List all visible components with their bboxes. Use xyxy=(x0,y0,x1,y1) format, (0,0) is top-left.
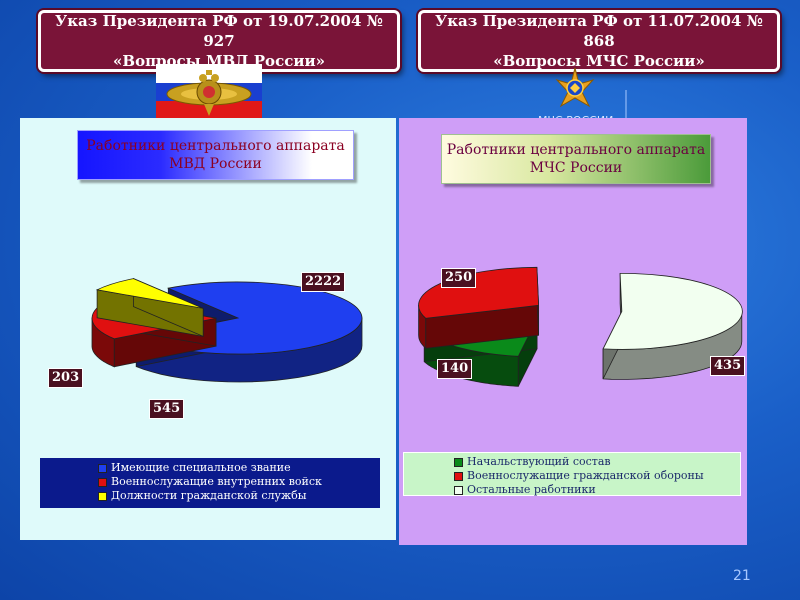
mvd-chart-title-line1: Работники центрального аппарата xyxy=(86,138,345,154)
pie-slice xyxy=(602,272,743,380)
pie-slice xyxy=(95,278,204,338)
banner-mvd-line1: Указ Президента РФ от 19.07.2004 № 927 xyxy=(55,12,383,50)
legend-label: Начальствующий состав xyxy=(467,455,611,468)
legend-swatch xyxy=(98,477,107,487)
mvd-value-label-internal-troops: 545 xyxy=(149,399,185,419)
pie-slice-top xyxy=(602,272,743,350)
legend-item: Начальствующий состав xyxy=(454,455,740,469)
legend-label: Имеющие специальное звание xyxy=(111,461,291,474)
legend-item: Имеющие специальное звание xyxy=(98,461,380,475)
legend-label: Должности гражданской службы xyxy=(111,489,307,502)
mvd-value-label-civil-service: 203 xyxy=(48,368,84,388)
legend-swatch xyxy=(98,463,107,473)
legend-swatch xyxy=(454,485,463,495)
pie-slice-top xyxy=(418,266,540,319)
legend-label: Военнослужащие гражданской обороны xyxy=(467,469,704,482)
pie-slice-top xyxy=(95,278,204,309)
mchs-chart-title-line2: МЧС России xyxy=(529,160,623,176)
mchs-value-label-commanding-staff: 140 xyxy=(437,359,473,379)
mchs-chart-title-line1: Работники центрального аппарата xyxy=(446,142,706,158)
mchs-chart-title: Работники центрального аппарата МЧС Росс… xyxy=(441,134,711,184)
banner-mchs-line1: Указ Президента РФ от 11.07.2004 № 868 xyxy=(435,12,763,50)
mvd-chart-title-line2: МВД России xyxy=(169,156,262,172)
legend-swatch xyxy=(98,491,107,501)
slide-number: 21 xyxy=(733,568,751,584)
legend-swatch xyxy=(454,457,463,467)
legend-swatch xyxy=(454,471,463,481)
mvd-value-label-special-rank: 2222 xyxy=(301,272,346,292)
mvd-chart-title: Работники центрального аппарата МВД Росс… xyxy=(77,130,354,180)
legend-label: Остальные работники xyxy=(467,483,596,496)
mchs-emblem-icon xyxy=(555,67,595,108)
pie-slice xyxy=(418,266,540,350)
banner-mchs-line2: «Вопросы МЧС России» xyxy=(493,52,705,70)
legend-item: Должности гражданской службы xyxy=(98,489,380,503)
mchs-value-label-other-workers: 435 xyxy=(710,356,746,376)
banner-mvd-decree: Указ Президента РФ от 19.07.2004 № 927 «… xyxy=(38,10,400,72)
legend-item: Военнослужащие гражданской обороны xyxy=(454,469,740,483)
mvd-chart-legend: Имеющие специальное звание Военнослужащи… xyxy=(40,458,380,508)
banner-mchs-decree: Указ Президента РФ от 11.07.2004 № 868 «… xyxy=(418,10,780,72)
mchs-value-label-civil-defense: 250 xyxy=(441,268,477,288)
legend-label: Военнослужащие внутренних войск xyxy=(111,475,322,488)
mvd-eagle-emblem-icon xyxy=(156,64,262,120)
legend-item: Военнослужащие внутренних войск xyxy=(98,475,380,489)
mchs-chart-legend: Начальствующий состав Военнослужащие гра… xyxy=(403,452,741,496)
legend-item: Остальные работники xyxy=(454,483,740,497)
